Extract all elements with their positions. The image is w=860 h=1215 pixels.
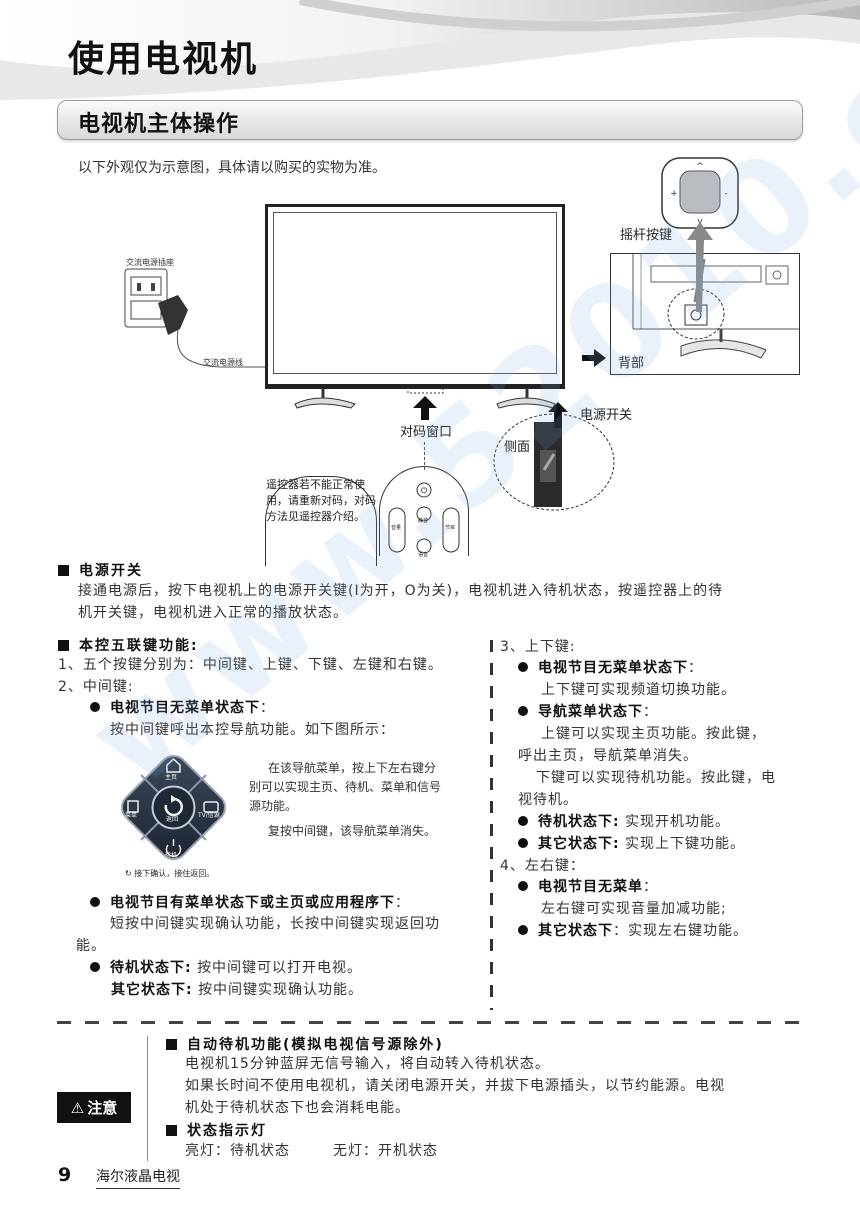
updown-bullet-2: 导航菜单状态下： [518,701,658,723]
footer-brand: 海尔液晶电视 [96,1166,180,1189]
fivekey-bullet-3: 待机状态下: 按中间键可以打开电视。 [90,957,362,979]
updown-bullet-1: 电视节目无菜单状态下： [518,657,703,679]
notice-text-1: 电视机15分钟蓝屏无信号输入，将自动转入待机状态。 [185,1056,550,1072]
nav-hint-icon: ↻ [125,869,135,878]
svg-text:-: - [724,189,727,199]
nav-desc-1a: 在该导航菜单，按上下左右键分 [268,761,437,775]
nav-desc-1b: 别可以实现主页、待机、菜单和信号 [249,780,442,794]
nav-desc-1c: 源功能。 [249,799,298,813]
intro-text: 以下外观仅为示意图，具体请以购买的实物为准。 [78,160,386,176]
tv-illustration [265,204,565,388]
updown-bullet-2-text-3: 下键可以实现待机功能。按此键，电 [536,770,776,786]
svg-text:^: ^ [696,162,704,172]
updown-bullet-2-text-2: 呼出主页，导航菜单消失。 [518,748,698,764]
fivekey-bullet-1-text: 按中间键呼出本控导航功能。如下图所示： [110,722,395,738]
leftright-bullet-1: 电视节目无菜单： [518,876,658,898]
header-band [0,0,860,100]
notice-badge: ⚠注意 [57,1092,131,1123]
nav-standby-label: 待机 [165,852,178,859]
leftright-bullet-2: 其它状态下：实现左右键功能。 [518,920,748,942]
remote-volume-label: 音量 [391,525,402,531]
power-switch-label: 电源开关 [580,408,633,423]
notice-heading-2: 状态指示灯 [166,1120,267,1140]
updown-bullet-4: 其它状态下: 实现上下键功能。 [518,833,745,855]
remote-channel-label: 节目 [445,525,456,531]
power-heading: 电源开关 [58,560,143,580]
power-switch-arrow-icon [548,402,568,428]
leftright-bullet-1-text: 左右键可实现音量加减功能; [541,901,727,917]
joystick-illustration: ^ v + - [660,156,740,230]
fivekey-item-1: 1、五个按键分别为：中间键、上键、下键、左键和右键。 [58,657,443,673]
column-divider [490,640,493,1010]
updown-heading: 3、上下键: [500,639,576,655]
section-title: 电视机主体操作 [78,112,240,137]
svg-text:⏻: ⏻ [421,486,428,495]
svg-text:v: v [697,217,703,227]
ac-cord-label: 交流电源线 [203,358,243,367]
section-title-bar: 电视机主体操作 [57,100,803,140]
back-label: 背部 [618,356,645,371]
fivekey-bullet-4: 其它状态下: 按中间键实现确认功能。 [111,982,364,998]
fivekey-bullet-2-text-2: 能。 [76,938,106,954]
nav-hint: ↻ 接下确认，接住返回。 [125,869,215,878]
joystick-label: 摇杆按键 [620,228,673,243]
fivekey-bullet-1: 电视节目无菜单状态下： [90,697,275,719]
ir-window-label: 对码窗口 [400,425,453,440]
updown-bullet-1-text: 上下键可实现频道切换功能。 [541,682,736,698]
fivekey-bullet-2-text-1: 短按中间键实现确认功能，长按中间键实现返回功 [110,916,440,932]
page-title: 使用电视机 [68,39,259,80]
remote-buttons: ⏻ [388,482,460,554]
remote-mute-label: 静音 [418,518,429,524]
header-swoosh [0,0,860,100]
leftright-heading: 4、左右键： [500,858,585,874]
notice-text-2: 如果长时间不使用电视机，请关闭电源开关，并拔下电源插头，以节约能源。电视 [185,1078,725,1094]
nav-home-label: 主页 [165,774,178,781]
nav-menu-label: 菜单 [125,812,138,819]
page-number: 9 [58,1164,72,1186]
ac-socket-illustration [124,268,270,368]
notice-divider [57,1021,803,1024]
remote-note: 遥控器若不能正常使用，请重新对码，对码方法见遥控器介绍。 [265,476,377,566]
nav-back-label: 返回 [166,816,179,823]
svg-text:+: + [670,189,678,199]
updown-bullet-3: 待机状态下: 实现开机功能。 [518,811,730,833]
tv-stands [294,386,556,409]
updown-bullet-2-text-4: 视待机。 [518,792,578,808]
nav-source-label: TV/信源 [198,812,220,819]
power-text-1: 接通电源后，按下电视机上的电源开关键(I为开，O为关)，电视机进入待机状态，按遥… [78,583,724,599]
remote-voice-label: 语音 [418,552,429,558]
ir-window-arrow-icon [413,396,437,420]
fivekey-bullet-2: 电视节目有菜单状态下或主页或应用程序下： [90,892,410,914]
notice-text-3: 机处于待机状态下也会消耗电能。 [185,1100,410,1116]
remote-illustration [379,466,469,556]
nav-desc-2: 复按中间键，该导航菜单消失。 [268,824,437,838]
fivekey-heading: 本控五联键功能: [58,635,199,655]
up-arrow-icon [687,222,713,312]
notice-heading-1: 自动待机功能(模拟电视信号源除外) [166,1034,444,1054]
power-text-2: 机开关键，电视机进入正常的播放状态。 [78,605,348,621]
status-light-on: 亮灯：待机状态 [185,1143,290,1159]
fivekey-item-2: 2、中间键: [58,679,134,695]
status-light-off: 无灯：开机状态 [333,1143,438,1159]
right-arrow-icon [582,349,606,367]
updown-bullet-2-text-1: 上键可以实现主页功能。按此键， [541,726,766,742]
nav-pad-illustration [121,755,226,860]
ac-socket-label: 交流电源插座 [126,258,174,267]
side-label: 侧面 [504,440,531,455]
warning-icon: ⚠ [70,1098,85,1117]
side-switch-illustration [493,413,615,511]
